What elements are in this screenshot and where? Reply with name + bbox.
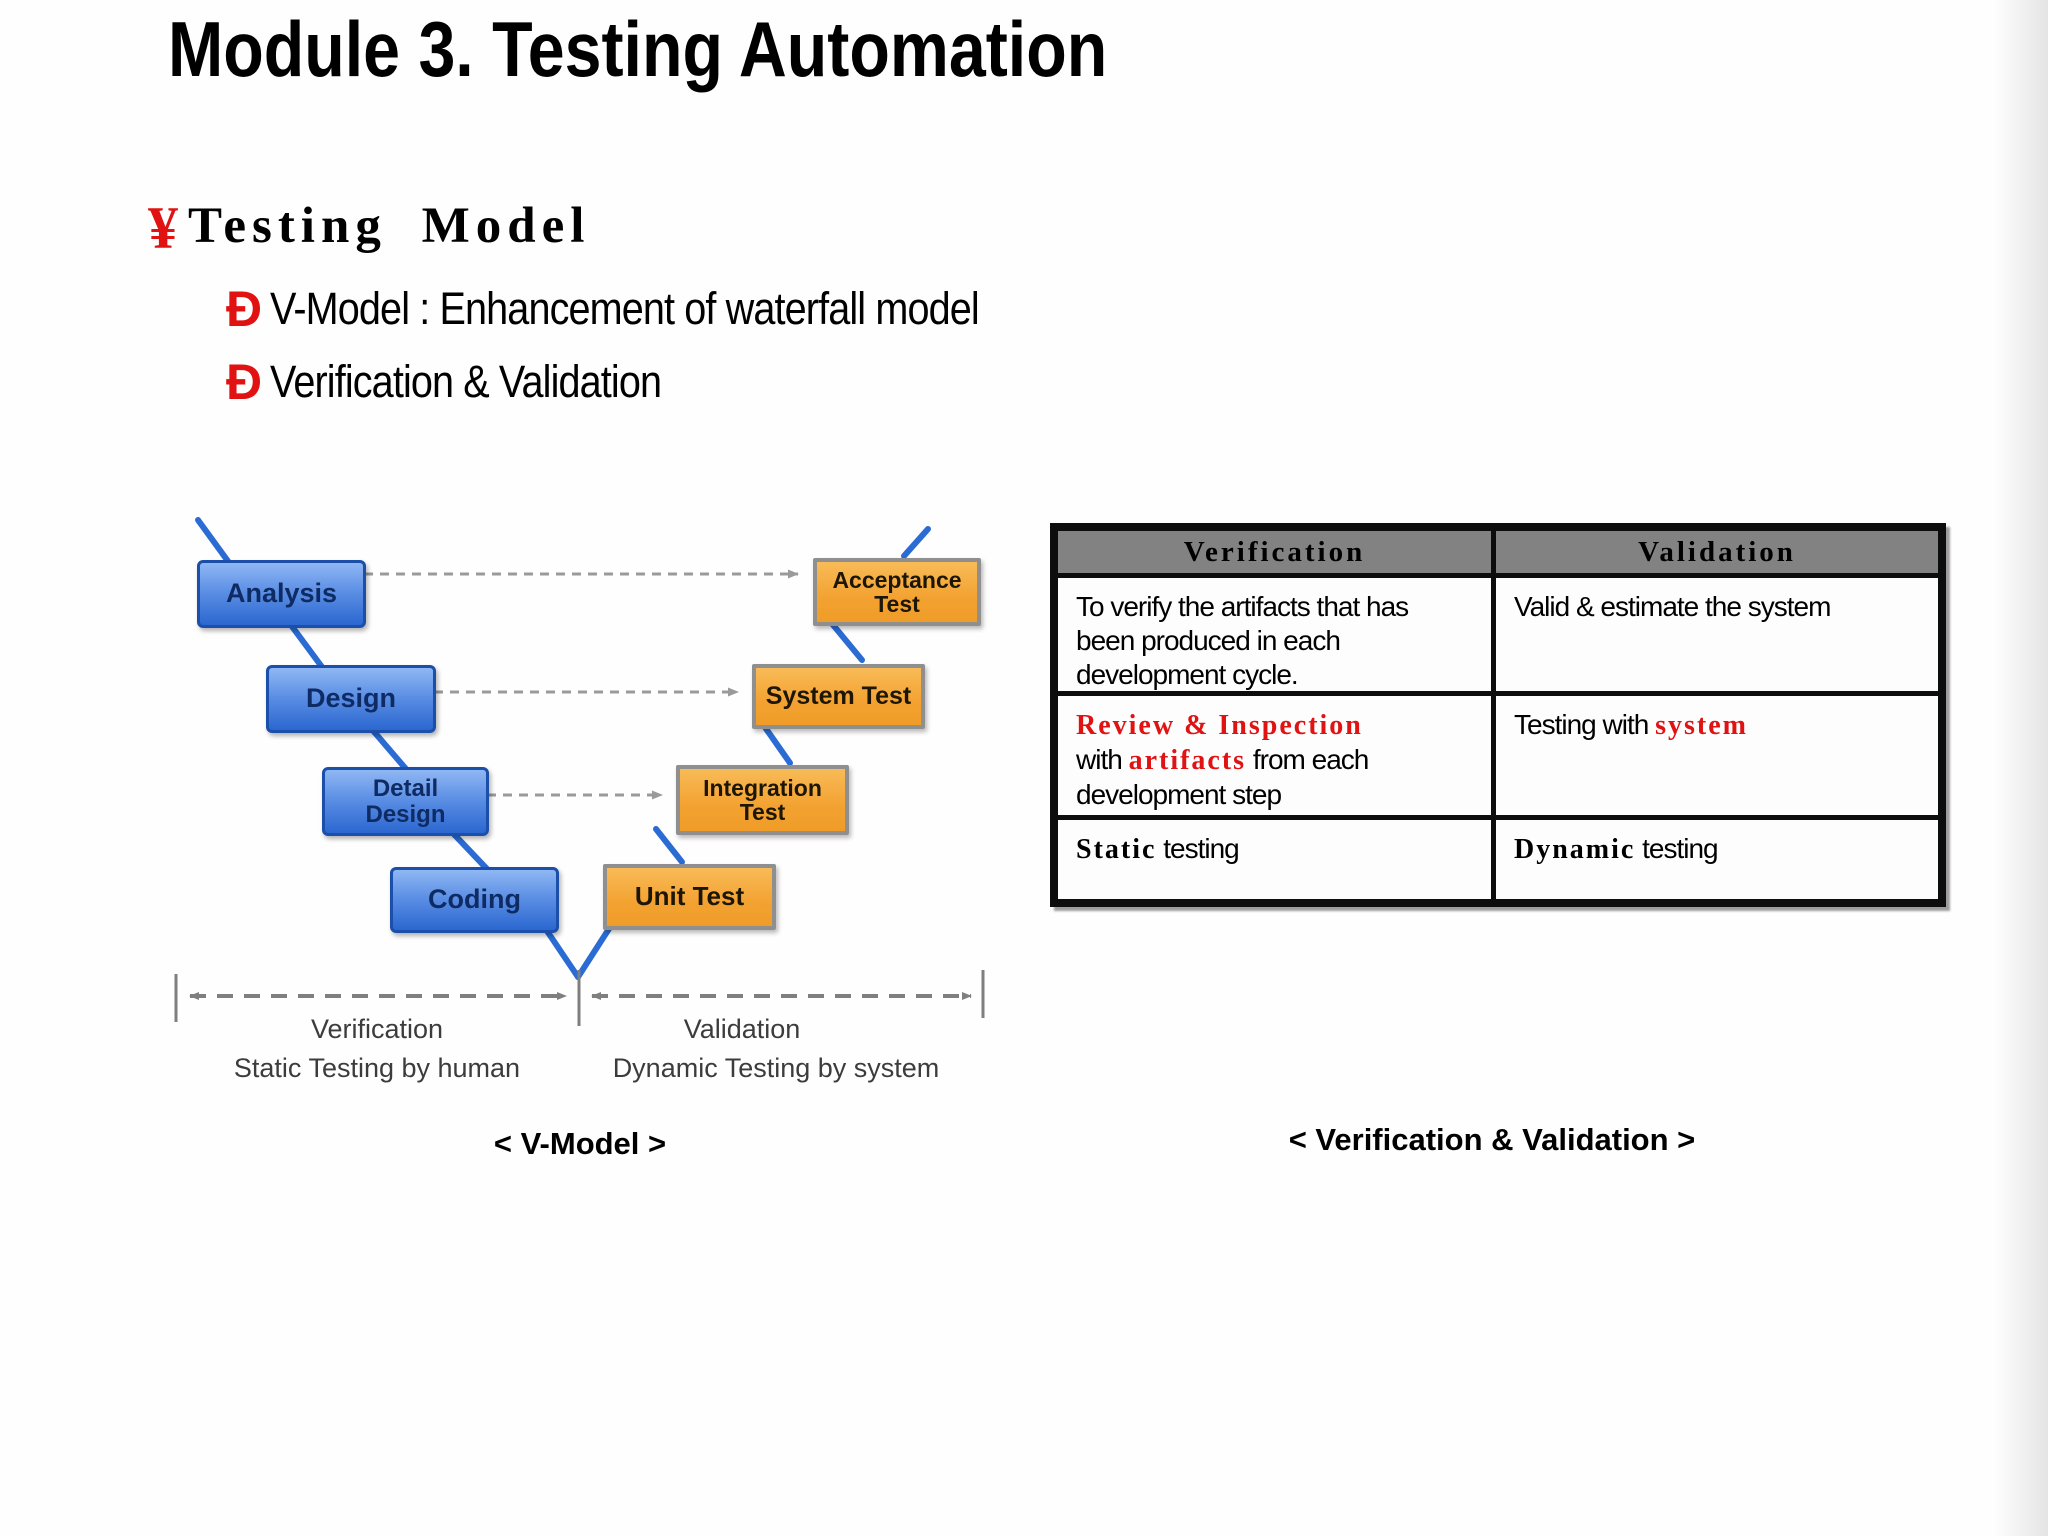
text-segment: Valid & estimate the system: [1514, 591, 1831, 622]
table-cell-verification-row3: Static testing: [1058, 820, 1496, 899]
table-caption: < Verification & Validation >: [1288, 1122, 1696, 1157]
dynamic-testing-label: Dynamic Testing by system: [612, 1053, 940, 1083]
table-header-verification: Verification: [1058, 531, 1496, 578]
phase-to-test-arrows: [364, 569, 799, 800]
eth-bullet-icon: Ð: [226, 281, 263, 337]
test-box-system-test: System Test: [752, 664, 925, 729]
table-cell-verification-row2: Review & Inspection with artifacts from …: [1058, 696, 1496, 820]
test-box-integration-test: Integration Test: [676, 765, 849, 835]
verification-measure-label: Verification: [310, 1014, 444, 1044]
text-segment: testing: [1156, 833, 1240, 864]
text-segment: artifacts: [1128, 745, 1247, 777]
text-segment: Testing with: [1514, 709, 1656, 740]
static-testing-label: Static Testing by human: [233, 1053, 521, 1083]
text-segment: Review & Inspection: [1076, 710, 1363, 741]
text-segment: Static: [1076, 834, 1157, 865]
sub-bullet-label: V-Model : Enhancement of waterfall model: [270, 283, 980, 335]
phase-box-coding: Coding: [390, 867, 559, 933]
phase-box-analysis: Analysis: [197, 560, 366, 628]
test-box-unit-test: Unit Test: [603, 864, 776, 930]
phase-box-detail-design: Detail Design: [322, 767, 489, 836]
table-header-validation: Validation: [1496, 531, 1938, 578]
table-cell-validation-row1: Valid & estimate the system: [1496, 578, 1938, 696]
table-cell-validation-row2: Testing with system: [1496, 696, 1938, 820]
validation-measure-label: Validation: [683, 1014, 801, 1044]
measure-line: [174, 970, 985, 1026]
text-segment: testing: [1635, 833, 1719, 864]
vmodel-caption: < V-Model >: [493, 1126, 667, 1161]
bullet-label: Testing Model: [188, 198, 591, 254]
yen-bullet-icon: ¥: [148, 195, 178, 261]
eth-bullet-icon: Ð: [226, 354, 263, 410]
text-segment: with: [1076, 744, 1122, 776]
text-segment: from each development step: [1076, 744, 1369, 811]
table-cell-verification-row1: To verify the artifacts that has been pr…: [1058, 578, 1496, 696]
v-arm-lines: [195, 517, 931, 980]
bullet-testing-model: ¥ Testing Model: [148, 198, 590, 258]
sub-bullet-verification-validation: Ð Verification & Validation: [226, 357, 715, 407]
table-cell-validation-row3: Dynamic testing: [1496, 820, 1938, 899]
verification-validation-table: Verification Validation To verify the ar…: [1050, 523, 1946, 907]
sub-bullet-label: Verification & Validation: [270, 356, 662, 408]
phase-box-design: Design: [266, 665, 436, 733]
sub-bullet-vmodel: Ð V-Model : Enhancement of waterfall mod…: [226, 284, 1076, 334]
text-segment: Dynamic: [1514, 834, 1636, 865]
text-segment: system: [1655, 710, 1748, 741]
text-segment: To verify the artifacts that has been pr…: [1076, 591, 1409, 691]
test-box-acceptance-test: Acceptance Test: [813, 558, 981, 626]
page-edge-shade: [1993, 0, 2048, 1536]
page-title: Module 3. Testing Automation: [168, 5, 1108, 93]
